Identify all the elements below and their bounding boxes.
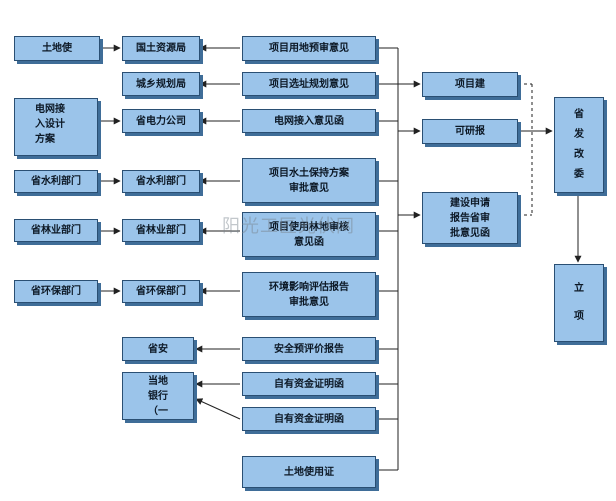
soil-conservation-label: 项目水土保持方案 审批意见 [269,167,349,194]
land-use-opinion-label: 项目用地预审意见 [269,43,349,54]
urban-planning-label: 城乡规划局 [136,78,186,90]
env-impact-label: 环境影响评估报告 审批意见 [269,281,349,308]
project-proposal-label: 项目建 [455,79,485,90]
feasibility-box: 可研报 [422,119,518,144]
grid-plan-label: 电网接 入设计 方案 [35,104,65,145]
env-dept-box: 省环保部门 [14,280,98,303]
grid-access-letter-label: 电网接入意见函 [274,115,344,127]
land-bureau-box: 土地使 [14,36,100,61]
safety-report-label: 安全预评价报告 [274,343,344,355]
own-funds-2-label: 自有资金证明函 [274,413,344,425]
forestry-dept-label: 省林业部门 [31,225,81,236]
construction-apply-label: 建设申请 报告省审 批意见函 [450,197,490,239]
forestry-dept2-box: 省林业部门 [122,219,200,242]
forestry-dept-box: 省林业部门 [14,219,98,242]
site-selection-label: 项目选址规划意见 [269,78,349,90]
urban-planning-box: 城乡规划局 [122,72,200,96]
land-use-opinion-box: 项目用地预审意见 [242,36,376,61]
soil-conservation-box: 项目水土保持方案 审批意见 [242,158,376,203]
project-proposal-box: 项目建 [422,72,518,97]
local-bank-box: 当地 银行 （一 [122,372,194,420]
feasibility-label: 可研报 [455,126,485,137]
forest-land-box: 项目使用林地审核 意见函 [242,212,376,257]
land-cert-label: 土地使用证 [284,466,334,478]
dev-reform-label: 省 发 改 委 [574,109,584,180]
water-dept2-box: 省水利部门 [122,170,200,193]
land-resources-box: 国土资源局 [122,36,200,61]
provincial-power-label: 省电力公司 [136,115,186,127]
approval-box: 立 项 [554,264,604,342]
construction-apply-box: 建设申请 报告省审 批意见函 [422,192,518,244]
grid-plan-box: 电网接 入设计 方案 [14,98,98,156]
dev-reform-box: 省 发 改 委 [554,97,604,193]
provincial-power-box: 省电力公司 [122,109,200,133]
land-bureau-label: 土地使 [42,43,72,54]
safety-dept-box: 省安 [122,337,194,361]
forest-land-label: 项目使用林地审核 意见函 [269,221,349,248]
safety-report-box: 安全预评价报告 [242,337,376,361]
water-dept2-label: 省水利部门 [136,176,186,187]
env-impact-box: 环境影响评估报告 审批意见 [242,272,376,317]
land-resources-label: 国土资源局 [136,43,186,54]
approval-label: 立 项 [574,283,584,322]
env-dept2-box: 省环保部门 [122,280,200,303]
local-bank-label: 当地 银行 （一 [148,375,168,417]
land-cert-box: 土地使用证 [242,456,376,488]
env-dept-label: 省环保部门 [31,286,81,297]
own-funds-1-box: 自有资金证明函 [242,372,376,396]
safety-dept-label: 省安 [148,343,168,355]
own-funds-1-label: 自有资金证明函 [274,378,344,390]
own-funds-2-box: 自有资金证明函 [242,407,376,431]
forestry-dept2-label: 省林业部门 [136,225,186,236]
water-dept-label: 省水利部门 [31,176,81,187]
grid-access-letter-box: 电网接入意见函 [242,109,376,133]
env-dept2-label: 省环保部门 [136,286,186,297]
site-selection-box: 项目选址规划意见 [242,72,376,96]
water-dept-box: 省水利部门 [14,170,98,193]
